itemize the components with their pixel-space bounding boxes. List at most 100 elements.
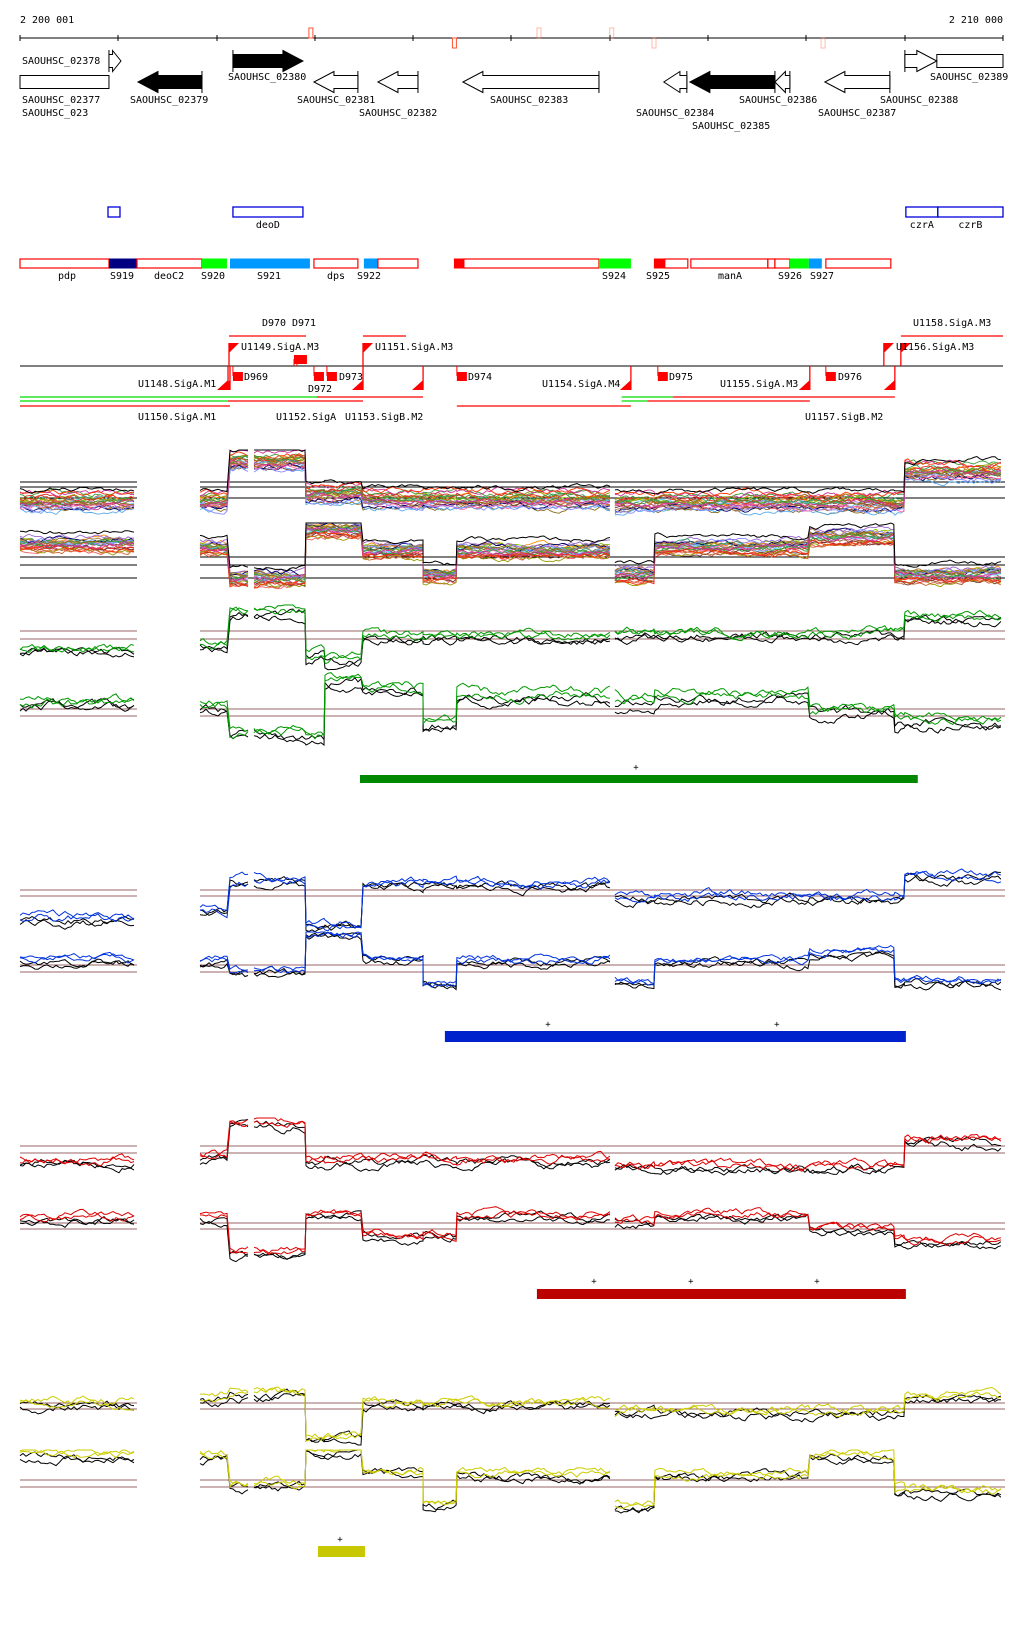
condition-profile-line [199, 550, 249, 585]
reverse-arrow-icon [461, 70, 600, 94]
condition-profile-line [19, 507, 135, 515]
gene-box [19, 75, 110, 89]
feature-label: S926 [778, 271, 802, 282]
promoter-label: U1152.SigA [276, 412, 336, 423]
feature-segment-red [653, 258, 665, 269]
replicate-profile-black [19, 959, 135, 968]
replicate-profile-black [199, 879, 249, 916]
gene-label: SAOUHSC_02380 [228, 72, 306, 83]
feature-label: S921 [257, 271, 281, 282]
condition-profile-line [614, 533, 1002, 580]
promoter-U1150.SigA.M1 [217, 366, 229, 390]
gene-SAOUHSC_02386: SAOUHSC_02386 [739, 70, 817, 106]
condition-profile-line [19, 545, 135, 551]
axis-highlight-mark [651, 37, 657, 49]
promoter-label: U1154.SigA.M4 [542, 379, 620, 390]
condition-profile-line [253, 453, 611, 497]
segment-mark: + [688, 1277, 694, 1287]
replicate-profile-colored [199, 1118, 249, 1159]
gene-label: SAOUHSC_02387 [818, 108, 896, 119]
terminator-label: D970 [262, 318, 286, 329]
condition-profile-line [20, 499, 135, 506]
replicate-profile-colored [614, 614, 1002, 642]
promoter-label: U1155.SigA.M3 [720, 379, 798, 390]
terminator-box [825, 372, 836, 381]
replicate-profile-black [614, 1455, 1002, 1512]
replicate-profile-colored [614, 609, 1002, 639]
replicate-profile-black [19, 698, 135, 711]
replicate-profile-black [253, 1449, 611, 1511]
condition-profile-line [199, 550, 249, 588]
operon-box [232, 206, 304, 218]
gene-SAOUHSC_02379: SAOUHSC_02379 [130, 70, 208, 106]
feature-segment [690, 258, 769, 269]
replicate-profile-black [199, 1122, 249, 1165]
panel-yellow-condition: + [19, 1386, 1005, 1557]
replicate-profile-colored [19, 912, 135, 922]
axis-highlight-mark [451, 37, 457, 49]
axis-start-label: 2 200 001 [20, 15, 74, 26]
promoter-U1156.SigA.M3 [883, 343, 894, 366]
terminator-label: D974 [468, 372, 492, 383]
replicate-profile-black [199, 1218, 249, 1263]
promoter-U1153.SigB.M2 [412, 366, 424, 390]
condition-profile-line [253, 467, 611, 511]
terminator-box [313, 372, 324, 381]
replicate-profile-black [19, 1215, 135, 1226]
feature-segment [136, 258, 203, 269]
condition-profile-line [19, 544, 135, 553]
feature-segment [19, 258, 110, 269]
replicate-profile-black [614, 1394, 1002, 1419]
reverse-arrow-icon [136, 70, 203, 94]
feature-segment-green [789, 258, 809, 269]
gene-SAOUHSC_02377: SAOUHSC_02377 [19, 75, 110, 106]
replicate-profile-black [199, 962, 249, 976]
gene-SAOUHSC_02383: SAOUHSC_02383 [461, 70, 600, 106]
promoter-flag-icon [798, 380, 810, 390]
promoter-flag-icon [619, 380, 631, 390]
replicate-profile-black [253, 677, 611, 746]
feature-label: S919 [110, 271, 134, 282]
axis-highlight-mark [609, 27, 615, 39]
replicate-profile-black [614, 1139, 1002, 1175]
replicate-profile-colored [614, 1207, 1002, 1244]
operon-box [107, 206, 121, 218]
promoter-label: U1150.SigA.M1 [138, 412, 216, 423]
condition-profile-line [253, 449, 610, 497]
segment-mark: + [545, 1020, 551, 1030]
gene-label: SAOUHSC_02382 [359, 108, 437, 119]
replicate-profile-colored [199, 700, 249, 732]
reverse-arrow-icon [312, 70, 359, 94]
replicate-profile-black [199, 1397, 249, 1408]
replicate-profile-colored [614, 686, 1002, 722]
replicate-profile-colored [19, 1211, 135, 1221]
replicate-profile-colored [253, 1206, 611, 1254]
promoter-label: U1153.SigB.M2 [345, 412, 423, 423]
reverse-arrow-icon [662, 70, 688, 94]
replicate-profile-colored [253, 1120, 610, 1166]
replicate-profile-black [614, 1213, 1002, 1248]
operon-box [937, 206, 1004, 218]
condition-profile-line [199, 460, 249, 507]
promoter-flag-icon [900, 343, 911, 353]
replicate-profile-black [253, 1214, 610, 1261]
condition-profile-line [253, 530, 611, 589]
feature-segment [664, 258, 689, 269]
promoter-flag-icon [412, 380, 424, 390]
replicate-profile-black [19, 958, 135, 970]
segment-mark: + [337, 1535, 343, 1545]
feature-segment [377, 258, 419, 269]
condition-profile-line [253, 524, 611, 581]
condition-profile-line [199, 546, 249, 582]
segment-bar [359, 775, 918, 783]
promoter-flag-icon [217, 380, 229, 390]
terminator-box [456, 372, 467, 381]
replicate-profile-black [19, 1451, 135, 1463]
feature-label: S920 [201, 271, 225, 282]
replicate-profile-black [253, 1210, 611, 1260]
gene-track: SAOUHSC_02377SAOUHSC_023SAOUHSC_02379SAO… [19, 49, 1008, 132]
replicate-profile-colored [253, 604, 611, 659]
condition-profile-line [199, 449, 248, 493]
replicate-profile-colored [253, 1387, 611, 1440]
promoter-flag-icon [363, 343, 374, 353]
